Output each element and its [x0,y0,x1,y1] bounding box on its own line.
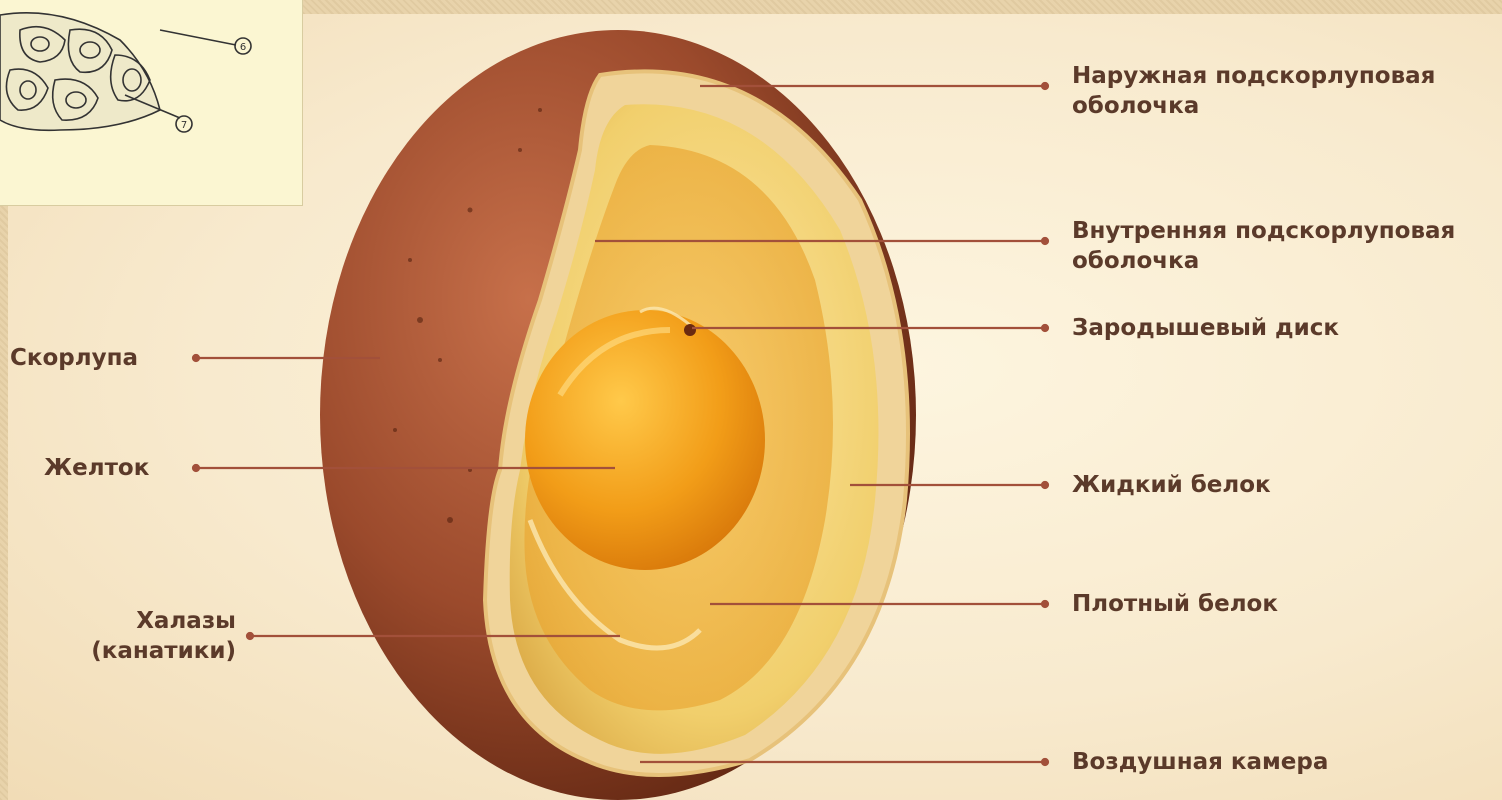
label-outer-membrane-line2: оболочка [1072,91,1435,121]
label-inner-membrane: Внутренняя подскорлуповая оболочка [1072,216,1455,276]
label-chalazae-line2: (канатики) [40,636,236,666]
label-yolk: Желток [44,453,149,483]
germinal-disc [684,324,696,336]
label-shell: Скорлупа [10,343,138,373]
label-outer-membrane-line1: Наружная подскорлуповая [1072,61,1435,91]
label-chalazae-line1: Халазы [40,606,236,636]
label-inner-membrane-line2: оболочка [1072,246,1455,276]
label-inner-membrane-line1: Внутренняя подскорлуповая [1072,216,1455,246]
label-air-cell: Воздушная камера [1072,747,1328,777]
label-chalazae: Халазы (канатики) [40,606,236,666]
label-thick-albumen: Плотный белок [1072,589,1278,619]
label-outer-membrane: Наружная подскорлуповая оболочка [1072,61,1435,121]
label-thin-albumen: Жидкий белок [1072,470,1271,500]
label-germinal-disc: Зародышевый диск [1072,313,1339,343]
yolk [525,310,765,570]
